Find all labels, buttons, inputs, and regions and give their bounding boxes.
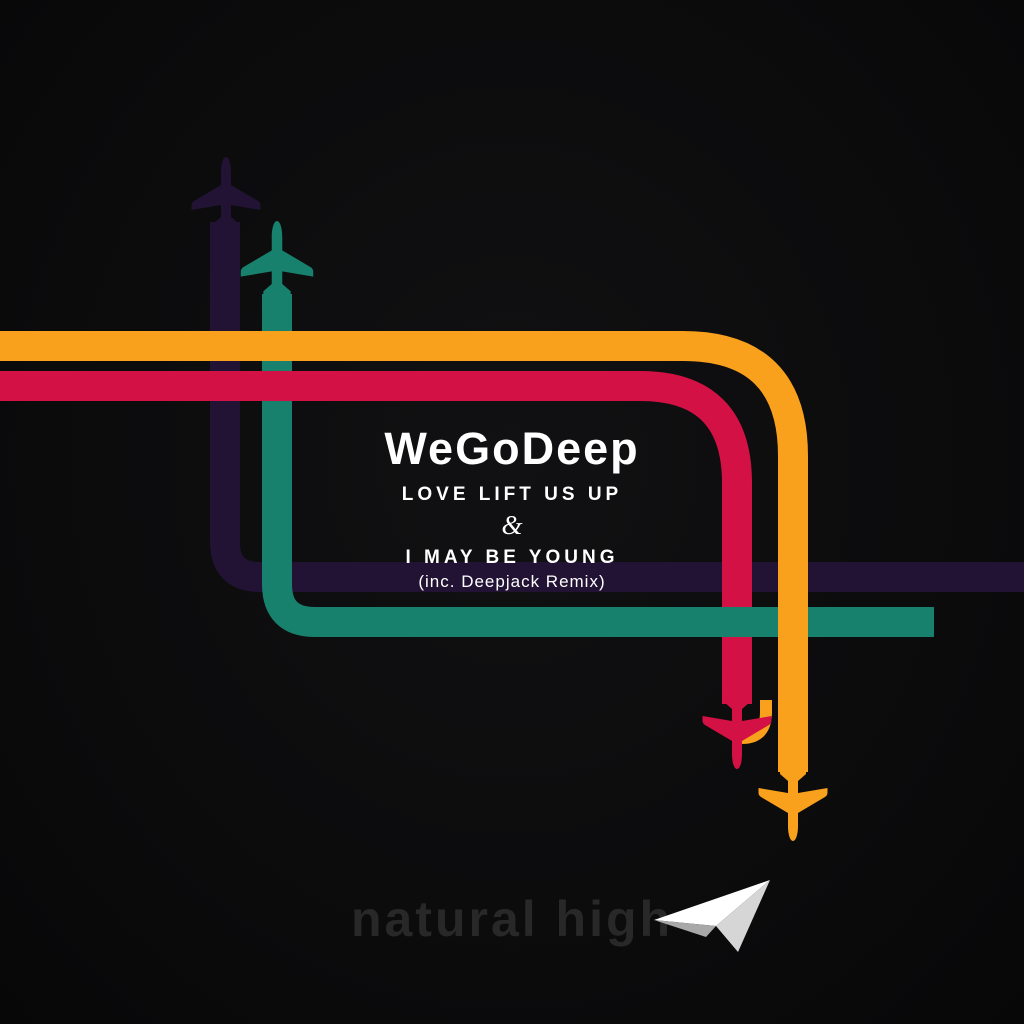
orange-line [0,331,808,772]
paper-plane-icon [654,880,770,952]
track-title-1: LOVE LIFT US UP [401,484,623,505]
purple-airplane-icon [191,157,261,230]
artist-name: WeGoDeep [384,423,640,474]
paper-plane-fold-facet [654,920,716,937]
title-block: WeGoDeep LOVE LIFT US UP & I MAY BE YOUN… [0,426,1024,590]
purple-line [210,222,1024,592]
paper-plane-bottom-facet [716,880,770,952]
teal-airplane-icon [240,220,314,298]
track-title-2: I MAY BE YOUNG [405,547,619,568]
remix-note: (inc. Deepjack Remix) [418,572,606,591]
label-logo-text: natural high [350,891,674,947]
record-label-logo: natural high [0,894,1024,944]
ampersand: & [501,510,523,540]
teal-line-vertical [262,294,316,637]
red-line [0,371,752,704]
orange-airplane-icon [758,768,828,841]
paper-plane-top-facet [654,880,770,926]
